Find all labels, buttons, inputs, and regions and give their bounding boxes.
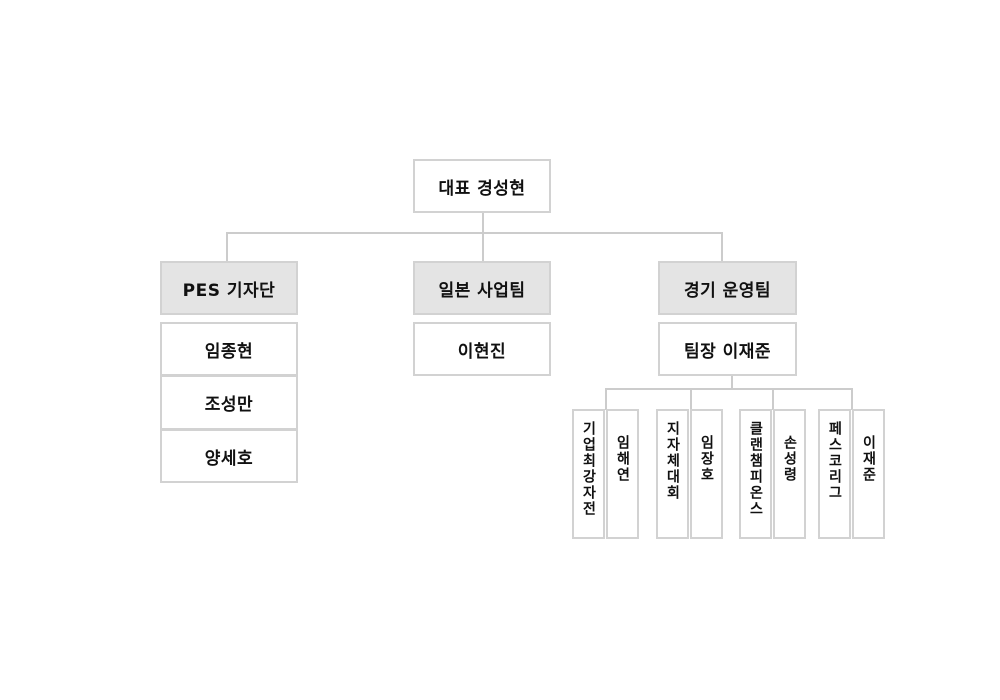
owner-name: 임장호 — [698, 435, 715, 483]
event-name: 지자체대회 — [664, 421, 681, 501]
team-header-ops: 경기 운영팀 — [658, 261, 797, 315]
event-box: 클랜챔피온스 — [739, 409, 772, 539]
owner-name: 이재준 — [860, 435, 877, 483]
owner-box: 이재준 — [852, 409, 885, 539]
connector-pes-drop — [226, 232, 228, 262]
owner-box: 손성령 — [773, 409, 806, 539]
connector-ceo-down — [482, 212, 484, 234]
event-box: 페스코리그 — [818, 409, 851, 539]
connector-sub-drop-3 — [772, 388, 774, 410]
team-label-japan: 일본 사업팀 — [438, 280, 526, 301]
team-leader-label: 팀장 이재준 — [683, 341, 772, 362]
member-box: 임종현 — [160, 322, 298, 376]
owner-box: 임해연 — [606, 409, 639, 539]
member-name: 임종현 — [204, 341, 254, 362]
event-box: 기업최강자전 — [572, 409, 605, 539]
connector-sub-bar — [605, 388, 853, 390]
owner-box: 임장호 — [690, 409, 723, 539]
owner-name: 손성령 — [781, 435, 798, 483]
member-box: 조성만 — [160, 375, 298, 430]
member-box: 이현진 — [413, 322, 551, 376]
member-name: 양세호 — [204, 448, 254, 469]
connector-sub-drop-1 — [605, 388, 607, 410]
event-name: 페스코리그 — [826, 421, 843, 501]
connector-japan-drop — [482, 232, 484, 262]
event-name: 기업최강자전 — [580, 421, 597, 517]
team-label-pes: PES 기자단 — [182, 280, 276, 301]
connector-top-bar — [226, 232, 723, 234]
ceo-label: 대표 경성현 — [438, 178, 526, 199]
ceo-box: 대표 경성현 — [413, 159, 551, 213]
connector-sub-drop-4 — [851, 388, 853, 410]
member-box: 양세호 — [160, 429, 298, 483]
connector-leader-down — [731, 374, 733, 390]
team-leader-box: 팀장 이재준 — [658, 322, 797, 376]
team-label-ops: 경기 운영팀 — [683, 280, 772, 301]
member-name: 이현진 — [457, 341, 507, 362]
event-name: 클랜챔피온스 — [747, 421, 764, 517]
connector-sub-drop-2 — [690, 388, 692, 410]
member-name: 조성만 — [204, 395, 254, 415]
event-box: 지자체대회 — [656, 409, 689, 539]
team-header-pes: PES 기자단 — [160, 261, 298, 315]
owner-name: 임해연 — [614, 435, 631, 483]
team-header-japan: 일본 사업팀 — [413, 261, 551, 315]
connector-ops-drop — [721, 232, 723, 262]
